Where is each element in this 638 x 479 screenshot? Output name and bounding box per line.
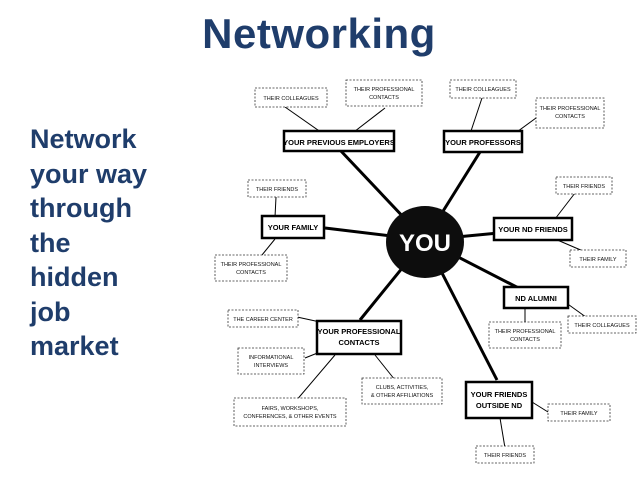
leaf-box xyxy=(247,179,307,198)
leaf-label: THEIR FRIENDS xyxy=(563,184,606,190)
leaf-label: THEIR COLLEAGUES xyxy=(263,96,319,102)
leaf-boxes xyxy=(214,79,637,464)
leaf-label: THEIR FRIENDS xyxy=(256,187,299,193)
node-family: YOUR FAMILY xyxy=(260,214,326,240)
leaf-box xyxy=(569,249,627,268)
node-professors: YOUR PROFESSORS xyxy=(442,129,524,154)
leaf-box xyxy=(547,403,611,422)
leaf-box xyxy=(214,254,288,282)
side-text: Network your way through the hidden job … xyxy=(30,122,200,364)
side-line: your way xyxy=(30,158,148,189)
leaf-label: INFORMATIONAL xyxy=(249,355,294,361)
side-line: Network xyxy=(30,124,137,154)
leaf-label: THEIR COLLEAGUES xyxy=(455,87,511,93)
leaf-label: THEIR FAMILY xyxy=(560,411,598,417)
leaf-box xyxy=(567,315,637,334)
leaf-box xyxy=(475,445,535,464)
leaf-label: THEIR PROFESSIONAL xyxy=(354,87,415,93)
side-line: the xyxy=(30,227,71,258)
svg-text:ND ALUMNI: ND ALUMNI xyxy=(515,294,557,303)
leaf-label: CONTACTS xyxy=(510,337,540,343)
leaf-label: THEIR PROFESSIONAL xyxy=(221,262,282,268)
side-line: job xyxy=(30,296,71,327)
leaf-label: CONTACTS xyxy=(555,114,585,120)
node-nd-friends: YOUR ND FRIENDS xyxy=(492,216,574,242)
leaf-box xyxy=(227,309,299,328)
leaf-label: THEIR COLLEAGUES xyxy=(574,323,630,329)
leaf-label: THEIR PROFESSIONAL xyxy=(540,106,601,112)
center-label: YOU xyxy=(399,230,451,257)
side-line: market xyxy=(30,331,119,361)
leaf-label: CLUBS, ACTIVITIES, xyxy=(376,385,429,391)
leaf-box xyxy=(488,321,562,349)
node-friends-outside-nd: YOUR FRIENDS OUTSIDE ND xyxy=(464,380,534,420)
leaf-box xyxy=(233,397,347,427)
leaf-label: THE CAREER CENTER xyxy=(233,317,293,323)
leaf-labels: THEIR COLLEAGUES THEIR PROFESSIONAL CONT… xyxy=(221,87,630,459)
leaf-label: CONFERENCES, & OTHER EVENTS xyxy=(243,414,337,420)
svg-text:YOUR PROFESSIONAL: YOUR PROFESSIONAL xyxy=(318,327,401,336)
svg-text:YOUR PROFESSORS: YOUR PROFESSORS xyxy=(445,138,521,147)
leaf-label: THEIR FAMILY xyxy=(579,257,617,263)
svg-text:OUTSIDE ND: OUTSIDE ND xyxy=(476,401,523,410)
side-line: hidden xyxy=(30,262,119,292)
leaf-box xyxy=(555,176,613,195)
leaf-box xyxy=(535,97,605,129)
svg-text:YOUR PREVIOUS EMPLOYERS: YOUR PREVIOUS EMPLOYERS xyxy=(283,138,395,147)
leaf-label: & OTHER AFFILIATIONS xyxy=(371,393,434,399)
page-title: Networking xyxy=(202,10,436,57)
leaf-label: CONTACTS xyxy=(369,95,399,101)
leaf-box xyxy=(254,87,328,108)
leaf-box xyxy=(345,79,423,107)
node-professional-contacts: YOUR PROFESSIONAL CONTACTS xyxy=(315,319,403,356)
leaf-box xyxy=(361,377,443,405)
svg-text:YOUR FRIENDS: YOUR FRIENDS xyxy=(471,390,528,399)
leaf-label: INTERVIEWS xyxy=(254,363,288,369)
center-node xyxy=(386,206,464,278)
svg-text:YOUR ND FRIENDS: YOUR ND FRIENDS xyxy=(498,225,568,234)
leaf-label: FAIRS, WORKSHOPS, xyxy=(262,406,319,412)
side-line: through xyxy=(30,193,132,223)
leaf-label: THEIR PROFESSIONAL xyxy=(495,329,556,335)
node-nd-alumni: ND ALUMNI xyxy=(502,285,570,310)
svg-text:CONTACTS: CONTACTS xyxy=(338,338,379,347)
leaf-box xyxy=(449,79,517,99)
svg-text:YOUR FAMILY: YOUR FAMILY xyxy=(268,223,319,232)
leaf-box xyxy=(237,347,305,375)
leaf-label: CONTACTS xyxy=(236,270,266,276)
leaf-label: THEIR FRIENDS xyxy=(484,453,527,459)
node-previous-employers: YOUR PREVIOUS EMPLOYERS xyxy=(282,129,396,153)
